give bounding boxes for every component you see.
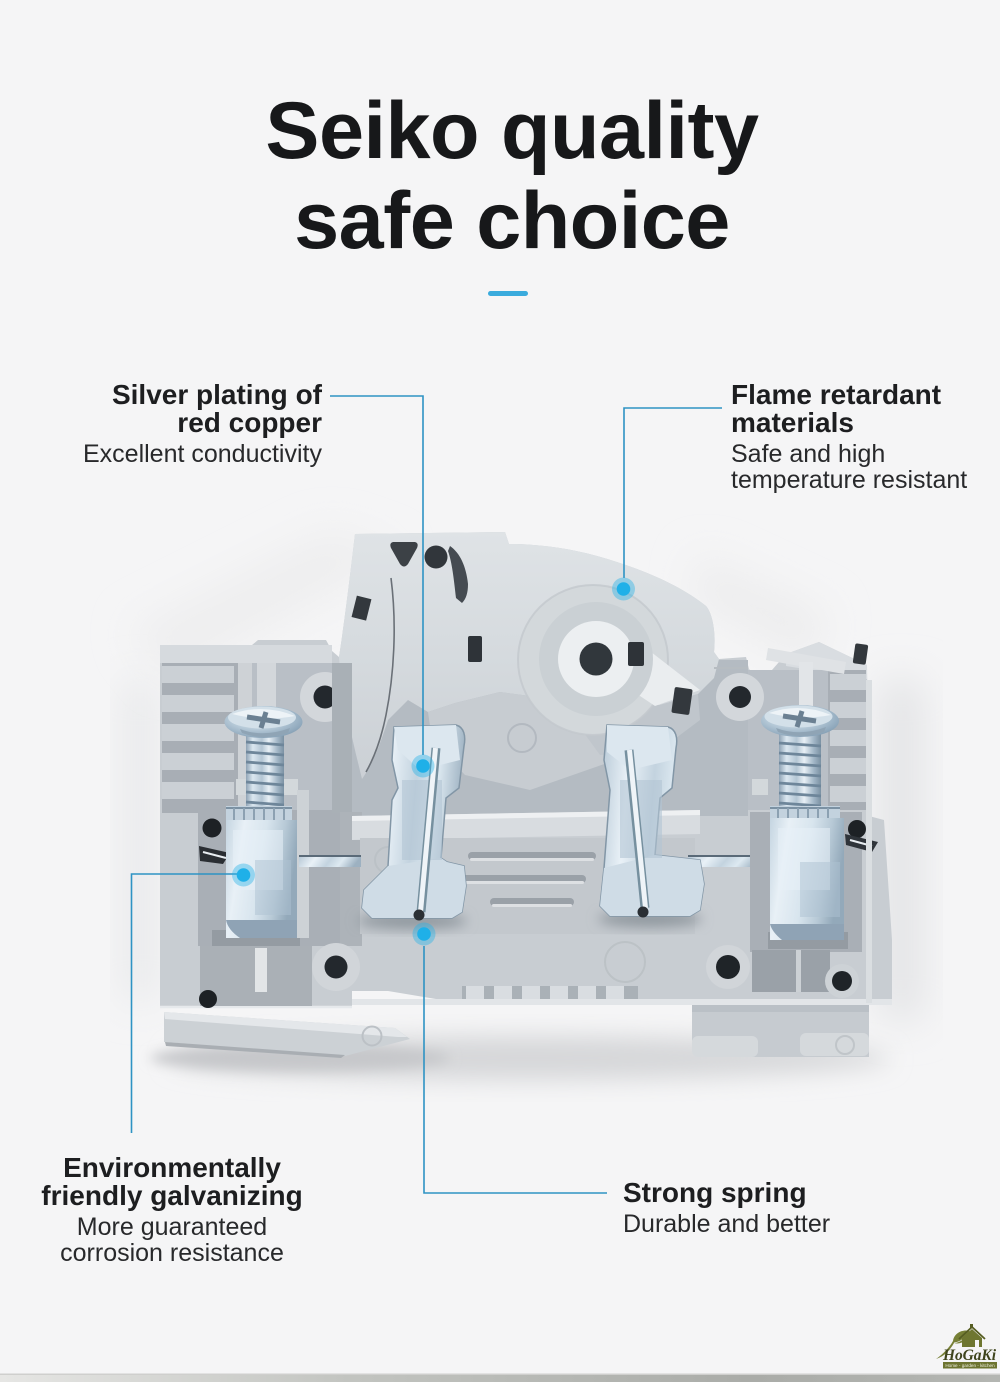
svg-text:Home - garden - kitchen: Home - garden - kitchen xyxy=(945,1363,995,1368)
svg-text:HoGaKi: HoGaKi xyxy=(942,1347,997,1364)
